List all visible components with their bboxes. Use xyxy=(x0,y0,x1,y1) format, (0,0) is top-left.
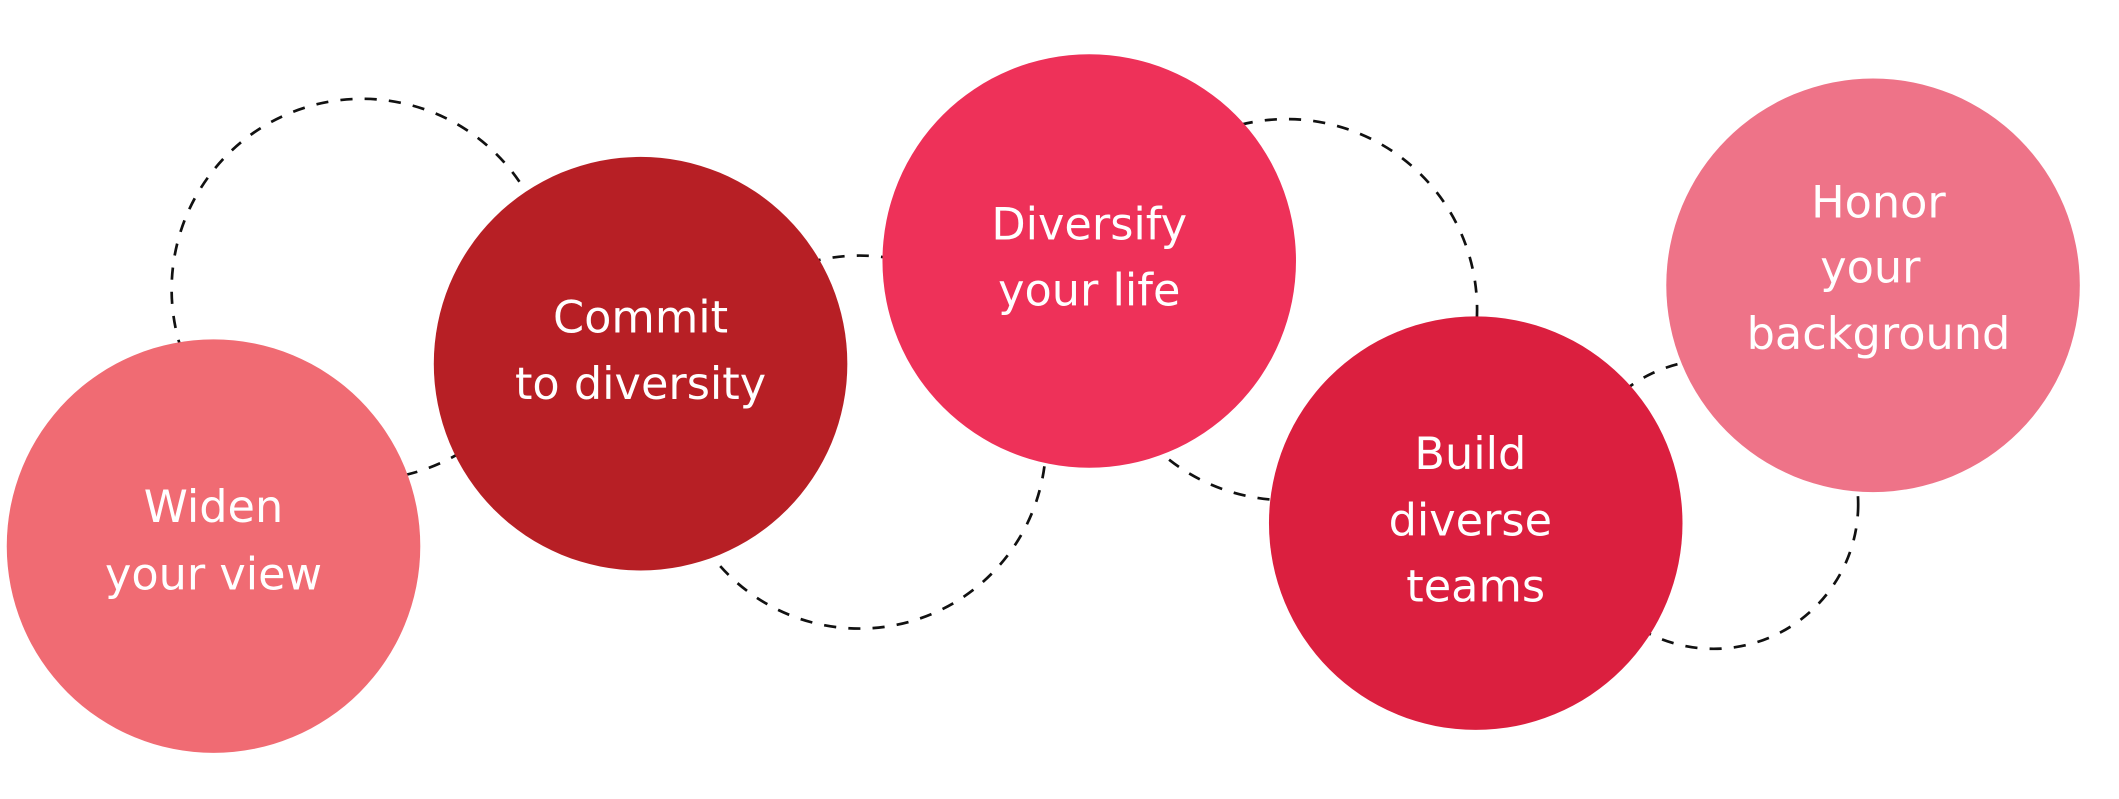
step-label-line: teams xyxy=(1406,561,1545,613)
step-circle xyxy=(1666,78,2080,493)
step-label-line: your xyxy=(1820,242,1921,294)
step-commit: Commit to diversity xyxy=(433,156,848,571)
step-label-line: diverse xyxy=(1389,494,1552,546)
step-honor: Honor your background xyxy=(1666,78,2080,493)
step-label-line: Widen xyxy=(144,481,283,533)
step-circle xyxy=(882,54,1296,468)
step-circle xyxy=(433,156,848,571)
step-widen: Widen your view xyxy=(6,339,421,753)
step-label-line: Diversify xyxy=(991,198,1187,250)
step-label-line: Commit xyxy=(553,292,728,344)
step-diversify: Diversify your life xyxy=(882,54,1296,468)
step-label-line: Honor xyxy=(1811,177,1946,229)
step-label-line: Build xyxy=(1414,428,1526,480)
step-circle xyxy=(1268,316,1683,730)
step-build: Build diverse teams xyxy=(1268,316,1683,730)
step-label-line: to diversity xyxy=(515,358,766,410)
step-label-line: your view xyxy=(105,548,322,600)
step-label-line: your life xyxy=(998,265,1180,317)
step-label-line: background xyxy=(1747,308,2011,360)
step-circle xyxy=(6,339,421,753)
